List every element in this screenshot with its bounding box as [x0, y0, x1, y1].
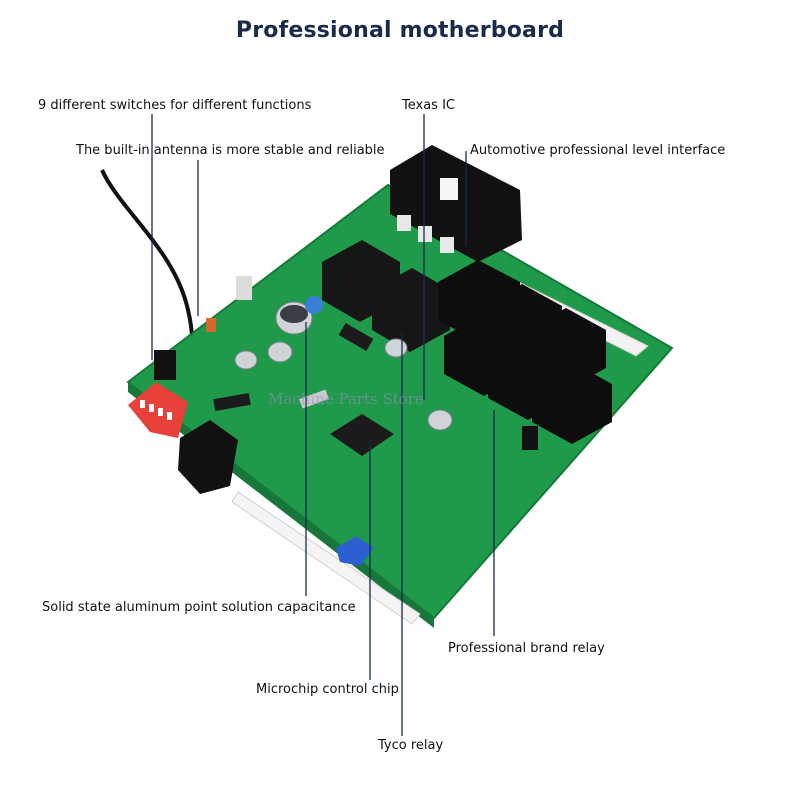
label-antenna: The built-in antenna is more stable and …	[76, 143, 385, 158]
page-title: Professional motherboard	[235, 18, 565, 43]
blue-jumper	[336, 536, 374, 566]
label-capacitance: Solid state aluminum point solution capa…	[42, 600, 356, 615]
label-switches: 9 different switches for different funct…	[38, 98, 312, 113]
label-interface: Automotive professional level interface	[470, 143, 726, 158]
capacitor-4	[384, 338, 408, 358]
capacitor-2	[267, 341, 293, 363]
watermark: Machine Parts Store	[268, 390, 424, 408]
tyco-relay-2	[372, 268, 450, 352]
label-tyco: Tyco relay	[378, 738, 444, 753]
relay-6	[532, 362, 612, 444]
microchip-control-chip	[330, 414, 394, 456]
texas-ic	[338, 322, 374, 352]
blue-capacitor	[305, 296, 323, 314]
small-switch	[154, 350, 176, 380]
leader-lines	[151, 114, 495, 736]
capacitor-5	[427, 409, 453, 431]
bottom-connector	[231, 491, 421, 625]
antenna-wire	[100, 169, 194, 363]
capacitor-3	[234, 350, 258, 370]
label-texas-ic: Texas IC	[402, 98, 455, 113]
label-microchip: Microchip control chip	[256, 682, 399, 697]
label-relay-brand: Professional brand relay	[448, 641, 605, 656]
connector-slot	[440, 178, 458, 200]
automotive-connector	[390, 145, 522, 262]
power-connector	[178, 420, 238, 494]
